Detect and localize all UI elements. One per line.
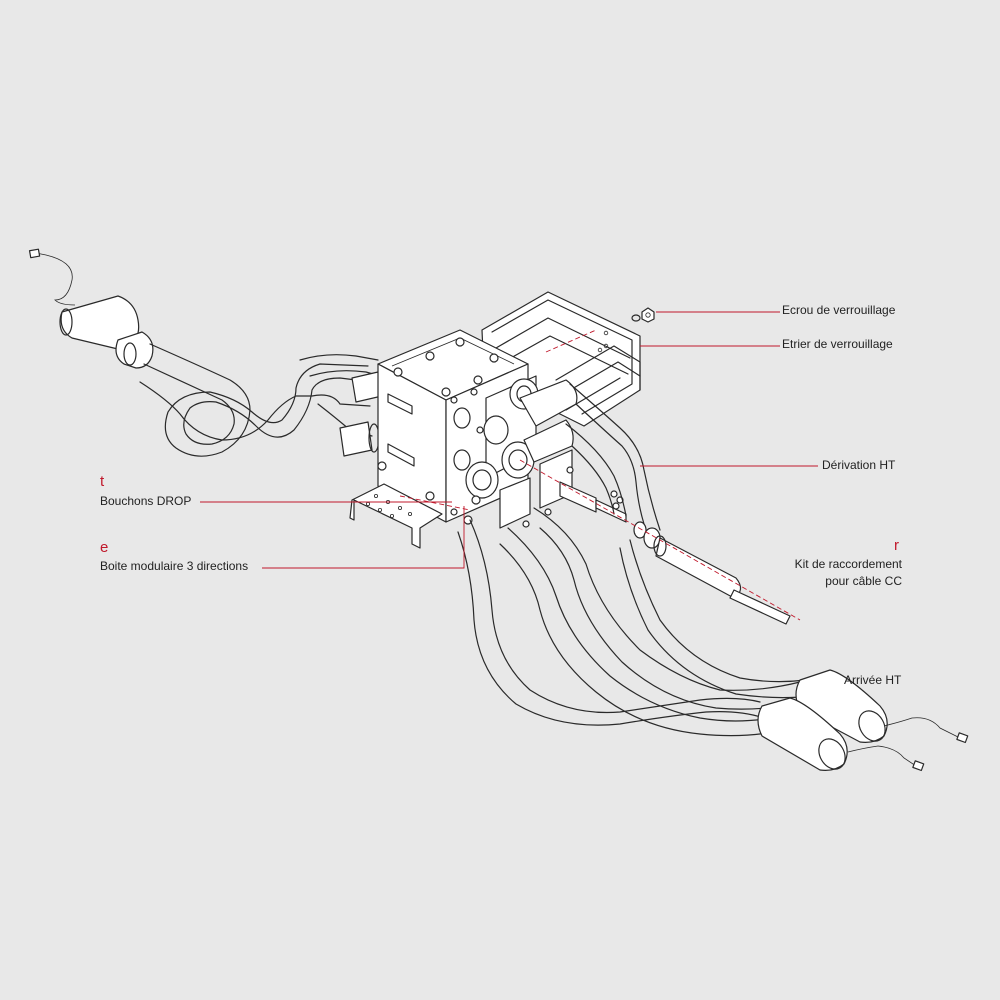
left-ground-wire (28, 248, 76, 306)
label-bouchons-drop: Bouchons DROP (100, 494, 192, 508)
left-cables (139, 343, 381, 457)
label-etrier-de-verrouillage: Etrier de verrouillage (782, 337, 893, 351)
label-kit-line-1: Kit de raccordement (794, 557, 902, 571)
index-letter-r: r (894, 537, 899, 554)
arrivee-sleeves (757, 669, 969, 772)
label-derivation-ht: Dérivation HT (822, 458, 896, 472)
mounting-plate (349, 483, 443, 549)
label-kit-line-2: pour câble CC (825, 574, 902, 588)
connector-kit (559, 481, 791, 625)
arrivee-cables (457, 507, 813, 737)
index-letter-e: e (100, 539, 109, 556)
assembly-axes (399, 329, 801, 621)
label-boite-modulaire: Boite modulaire 3 directions (100, 559, 249, 573)
index-letter-t: t (100, 473, 105, 490)
label-arrivee-ht: Arrivée HT (844, 673, 902, 687)
left-cable-sleeve (59, 295, 154, 369)
leader-lines (200, 311, 818, 569)
label-ecrou-de-verrouillage: Ecrou de verrouillage (782, 303, 896, 317)
derivation-cables (519, 379, 661, 531)
locking-nut (631, 307, 655, 323)
